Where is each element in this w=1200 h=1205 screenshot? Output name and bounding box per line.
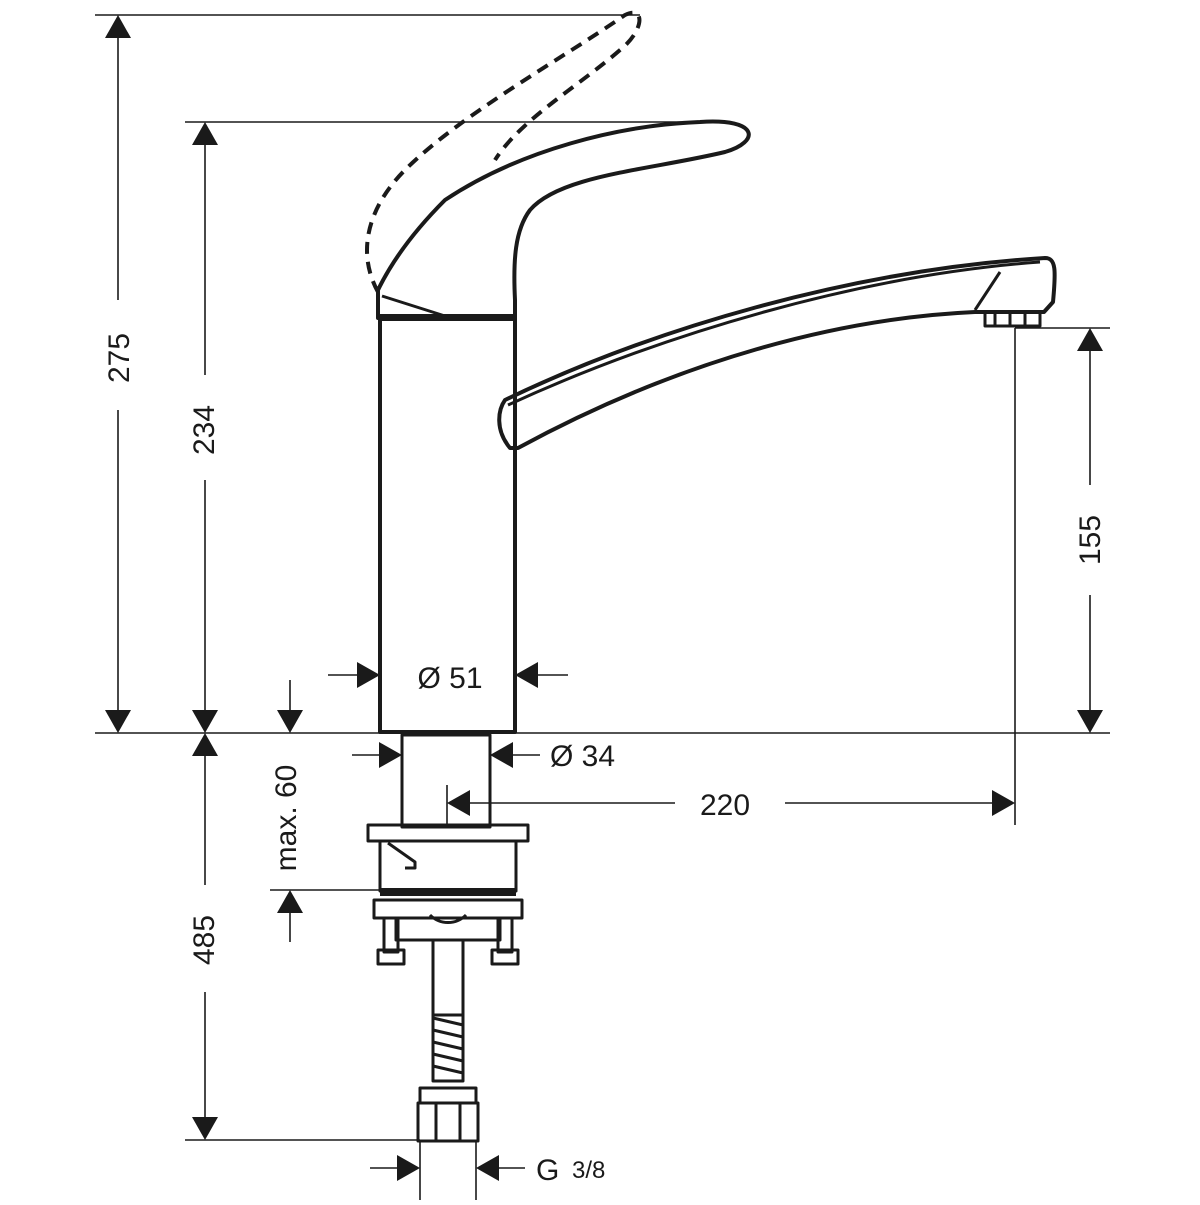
dimension-155-label: 155 [1074, 515, 1107, 565]
dimension-diameter-51-label: Ø 51 [417, 662, 482, 695]
dimension-275: 275 [103, 15, 136, 733]
lever-handle [376, 119, 751, 320]
dimension-234-label: 234 [188, 405, 221, 455]
dimension-thread-g38-label: G [536, 1154, 559, 1187]
dimension-155: 155 [1074, 328, 1107, 733]
connection-fitting [416, 1086, 480, 1143]
dimension-220: 220 [446, 785, 1015, 825]
shank [400, 733, 492, 829]
dimension-275-label: 275 [103, 333, 136, 383]
mounting-plate [366, 823, 530, 896]
dimension-diameter-51: Ø 51 [328, 662, 568, 695]
dimension-max-60: max. 60 [270, 680, 303, 942]
dimension-485-label: 485 [188, 915, 221, 965]
lever-raised-outline [365, 10, 642, 293]
dimension-diameter-34-label: Ø 34 [550, 740, 615, 773]
dimension-thread-fraction-label: 3/8 [572, 1157, 605, 1184]
reference-lines [95, 14, 1110, 1200]
mounting-nut [372, 898, 524, 966]
dimension-diameter-34: Ø 34 [352, 740, 615, 773]
dimension-thread-g38: G 3/8 [370, 1154, 605, 1187]
spout [497, 256, 1057, 450]
supply-hose [431, 940, 465, 1083]
dimension-485: 485 [188, 733, 221, 1140]
dimension-max-60-label: max. 60 [270, 765, 303, 872]
dimension-220-label: 220 [700, 789, 750, 822]
dimension-234: 234 [188, 122, 221, 733]
